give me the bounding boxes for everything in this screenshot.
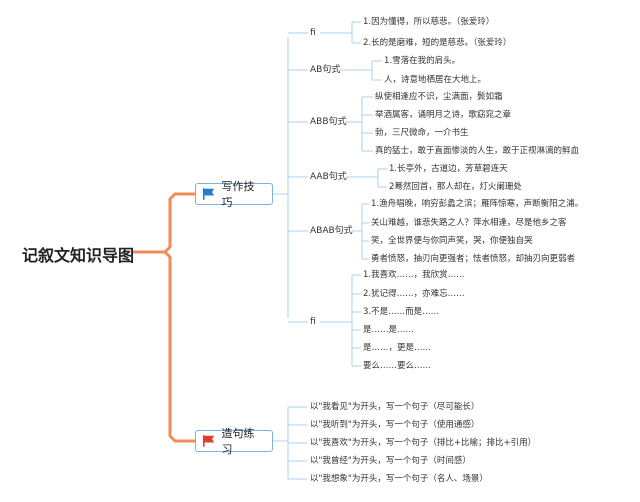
practice-item[interactable]: 以"我看见"为开头，写一个句子（尽可能长） <box>310 402 480 412</box>
leaf-item[interactable]: 1.我喜欢……，我欣赏…… <box>363 270 465 280</box>
root-title: 记叙文知识导图 <box>22 246 135 265</box>
branch-sentence-practice[interactable]: 造句练习 <box>195 427 273 456</box>
leaf-item[interactable]: 1.渔舟唱晚，响穷彭蠡之滨；雁阵惊寒，声断衡阳之浦。 <box>371 199 584 209</box>
leaf-item[interactable]: 举酒属客，诵明月之诗，歌窈窕之章 <box>375 110 512 120</box>
group-label[interactable]: fi <box>310 28 316 38</box>
red-flag-icon <box>202 435 215 447</box>
group-label[interactable]: AAB句式 <box>310 172 347 182</box>
group-label[interactable]: fi <box>310 317 316 327</box>
leaf-item[interactable]: 笑，全世界便与你同声笑，哭，你便独自哭 <box>371 236 533 246</box>
leaf-item[interactable]: 勇者愤怒，抽刃向更强者；怯者愤怒，却抽刃向更弱者 <box>371 254 576 264</box>
leaf-item[interactable]: 2.犹记得……，亦难忘…… <box>363 289 465 299</box>
branch-writing-skills[interactable]: 写作技巧 <box>195 180 273 209</box>
branch-label: 写作技巧 <box>221 180 255 209</box>
group-label[interactable]: ABAB句式 <box>310 226 353 236</box>
group-label[interactable]: ABB句式 <box>310 117 347 127</box>
practice-item[interactable]: 以"我曾经"为开头，写一个句子（时间感） <box>310 456 471 466</box>
leaf-item[interactable]: 2蓦然回首，那人却在，灯火阑珊处 <box>389 182 522 192</box>
group-label[interactable]: AB句式 <box>310 65 341 75</box>
leaf-item[interactable]: 勃，三尺微命，一介书生 <box>375 128 469 138</box>
leaf-item[interactable]: 人，诗意地栖居在大地上。 <box>384 75 487 85</box>
root-connector-bottom <box>132 250 195 443</box>
practice-item[interactable]: 以"我喜欢"为开头，写一个句子（排比+比喻；排比+引用） <box>310 438 537 448</box>
root-connector-top <box>132 192 195 254</box>
leaf-item[interactable]: 1.因为懂得，所以慈悲。（张爱玲） <box>363 17 495 27</box>
branch-label: 造句练习 <box>221 427 255 456</box>
leaf-item[interactable]: 3.不是……而是…… <box>363 307 440 317</box>
blue-flag-icon <box>202 188 215 200</box>
leaf-item[interactable]: 要么……要么…… <box>363 361 432 371</box>
leaf-item[interactable]: 2.长的是磨难，短的是慈悲。（张爱玲） <box>363 38 512 48</box>
practice-item[interactable]: 以"我听到"为开头，写一个句子（使用通感） <box>310 420 480 430</box>
leaf-item[interactable]: 是……是…… <box>363 325 415 335</box>
leaf-item[interactable]: 1.雪落在我的肩头。 <box>384 56 461 66</box>
practice-item[interactable]: 以"我想象"为开头，写一个句子（名人、场景） <box>310 474 488 484</box>
leaf-item[interactable]: 是……，更是…… <box>363 343 432 353</box>
leaf-item[interactable]: 关山难越，谁悲失路之人？萍水相逢，尽是他乡之客 <box>371 218 567 228</box>
leaf-item[interactable]: 纵使相逢应不识，尘满面，鬓如霜 <box>375 92 503 102</box>
leaf-item[interactable]: 1.长亭外，古道边，芳草碧连天 <box>389 164 508 174</box>
leaf-item[interactable]: 真的猛士，敢于直面惨淡的人生，敢于正视淋漓的鲜血 <box>375 146 580 156</box>
